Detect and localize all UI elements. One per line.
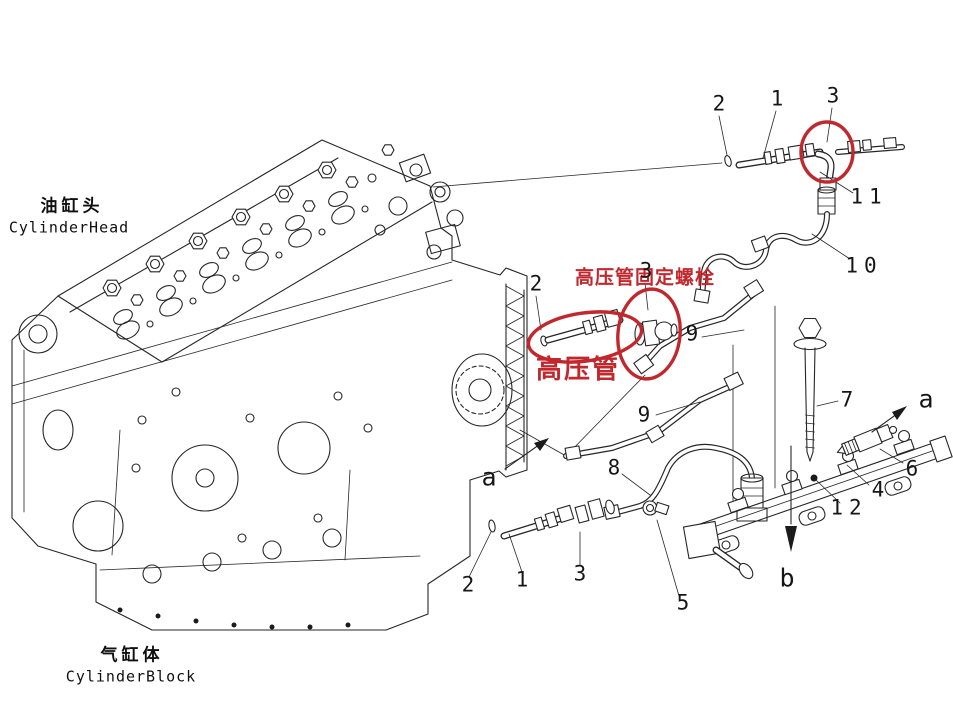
pipe-assembly-bottom (488, 498, 615, 540)
pipe-9-lower (563, 371, 744, 461)
part-label-3-mid: 3 (639, 258, 653, 283)
washer-pin-top (724, 155, 732, 167)
pipe-9-upper (633, 279, 765, 375)
part-label-1-bottom: 1 (515, 567, 529, 592)
highlight-circle-elbow (799, 120, 855, 184)
part-label-3-top: 3 (826, 83, 840, 108)
part-label-7: 7 (840, 387, 854, 412)
annotation-high-pressure-pipe: 高压管 (535, 355, 621, 385)
highlights (526, 120, 855, 381)
leader-lines (468, 107, 904, 597)
part-label-5: 5 (676, 590, 690, 615)
highlight-circle-bolt (616, 287, 682, 381)
pipe-assembly-top (693, 136, 905, 304)
view-arrow-a-right (871, 406, 907, 433)
engine-illustration (11, 139, 528, 631)
part-label-4: 4 (871, 477, 885, 502)
part-label-6: 6 (905, 456, 919, 481)
connector-11 (817, 189, 836, 215)
plug-5 (642, 500, 670, 516)
view-label-a-right: a (918, 384, 934, 414)
annotation-high-pressure-pipe-bolt: 高压管固定螺栓 (574, 266, 716, 289)
fuel-rail (642, 429, 953, 580)
caption-cylinder-block-en: CylinderBlock (65, 667, 197, 686)
part-label-2-bottom: 2 (461, 572, 475, 597)
part-label-2-mid: 2 (529, 271, 543, 296)
highlight-circle-pipe (526, 310, 644, 364)
bolt-7 (793, 317, 827, 462)
view-label-b: b (779, 563, 795, 593)
view-arrow-b (785, 445, 797, 552)
pipe-10 (693, 211, 830, 304)
part-label-9-lower: 9 (637, 402, 651, 427)
caption-cylinder-block-zh: 气缸体 (100, 645, 164, 666)
part-label-1-top: 1 (770, 86, 784, 111)
part-label-3-bottom: 3 (573, 561, 587, 586)
part-label-9-upper: 9 (685, 321, 699, 346)
elbow-fitting (814, 150, 837, 215)
rail-tee (682, 520, 754, 580)
view-label-a-left: a (481, 462, 497, 492)
sensor-6 (836, 423, 898, 456)
part-label-2-top: 2 (712, 91, 726, 116)
part-label-10: 10 (845, 253, 883, 278)
view-arrow-a-left (504, 438, 549, 470)
caption-cylinder-head-zh: 油缸头 (40, 196, 104, 217)
part-label-12: 12 (830, 495, 868, 520)
caption-cylinder-head-en: CylinderHead (8, 218, 130, 237)
pipe-8 (603, 443, 768, 522)
part-label-8: 8 (607, 455, 621, 480)
part-label-11: 11 (850, 184, 888, 209)
